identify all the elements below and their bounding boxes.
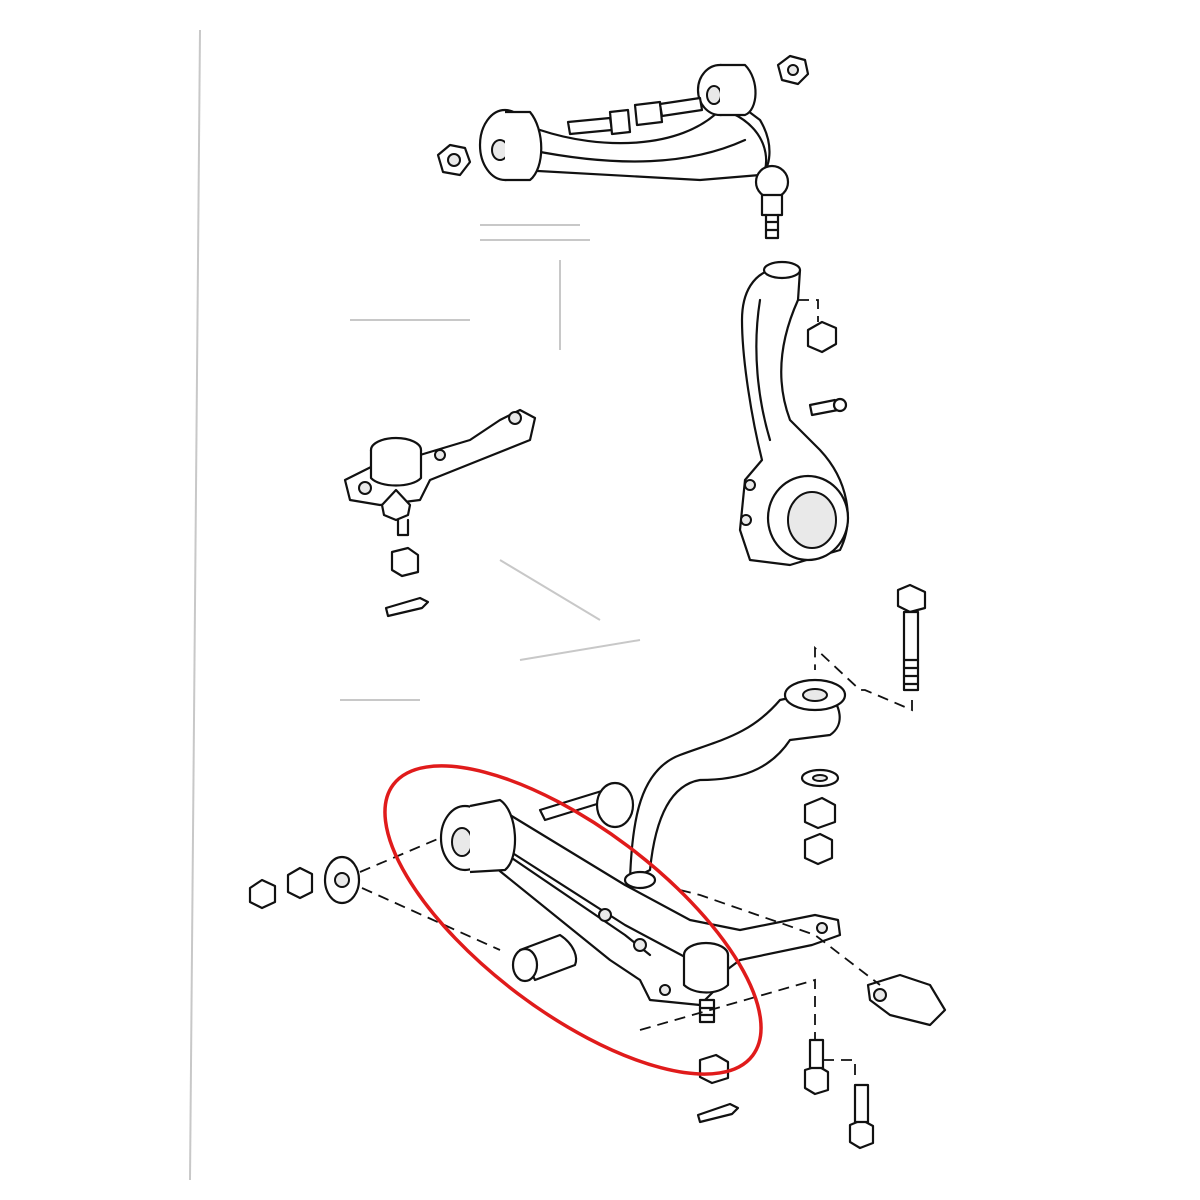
- bracket-bolt-long: [848, 1083, 875, 1150]
- lower-arm-castle-nut: [698, 1053, 730, 1085]
- bracket-bolt-short: [803, 1038, 830, 1096]
- upper-arm-bolt: [566, 96, 704, 136]
- knuckle-bolt-small: [808, 397, 848, 417]
- background-ghost-lines: [189, 29, 641, 1181]
- strut-washer: [800, 768, 840, 788]
- strut-rod-arm: [623, 678, 847, 890]
- steering-knuckle: [738, 260, 850, 567]
- mounting-bolt-vertical: [814, 583, 927, 712]
- cam-alignment-dash: [359, 837, 501, 951]
- highlight-ellipse: [383, 764, 763, 1076]
- knuckle-nut: [798, 299, 838, 354]
- strut-nut-lower: [803, 832, 834, 866]
- lower-arm-cotter-pin: [696, 1102, 740, 1124]
- cam-nut-inner: [286, 866, 314, 900]
- ball-joint-cotter-pin: [384, 596, 430, 618]
- ball-joint-assembly: [343, 408, 537, 537]
- upper-control-arm: [478, 63, 790, 240]
- strut-bolt-horizontal: [538, 781, 635, 829]
- lower-control-arm: [439, 798, 842, 1024]
- cam-washer: [323, 855, 361, 905]
- ball-joint-castle-nut: [390, 546, 420, 578]
- lower-arm-bushing: [511, 933, 578, 983]
- strut-nut-upper: [803, 796, 837, 830]
- upper-arm-nut-left: [436, 143, 472, 177]
- upper-arm-nut-right: [776, 54, 810, 86]
- cam-nut-outer: [248, 878, 277, 910]
